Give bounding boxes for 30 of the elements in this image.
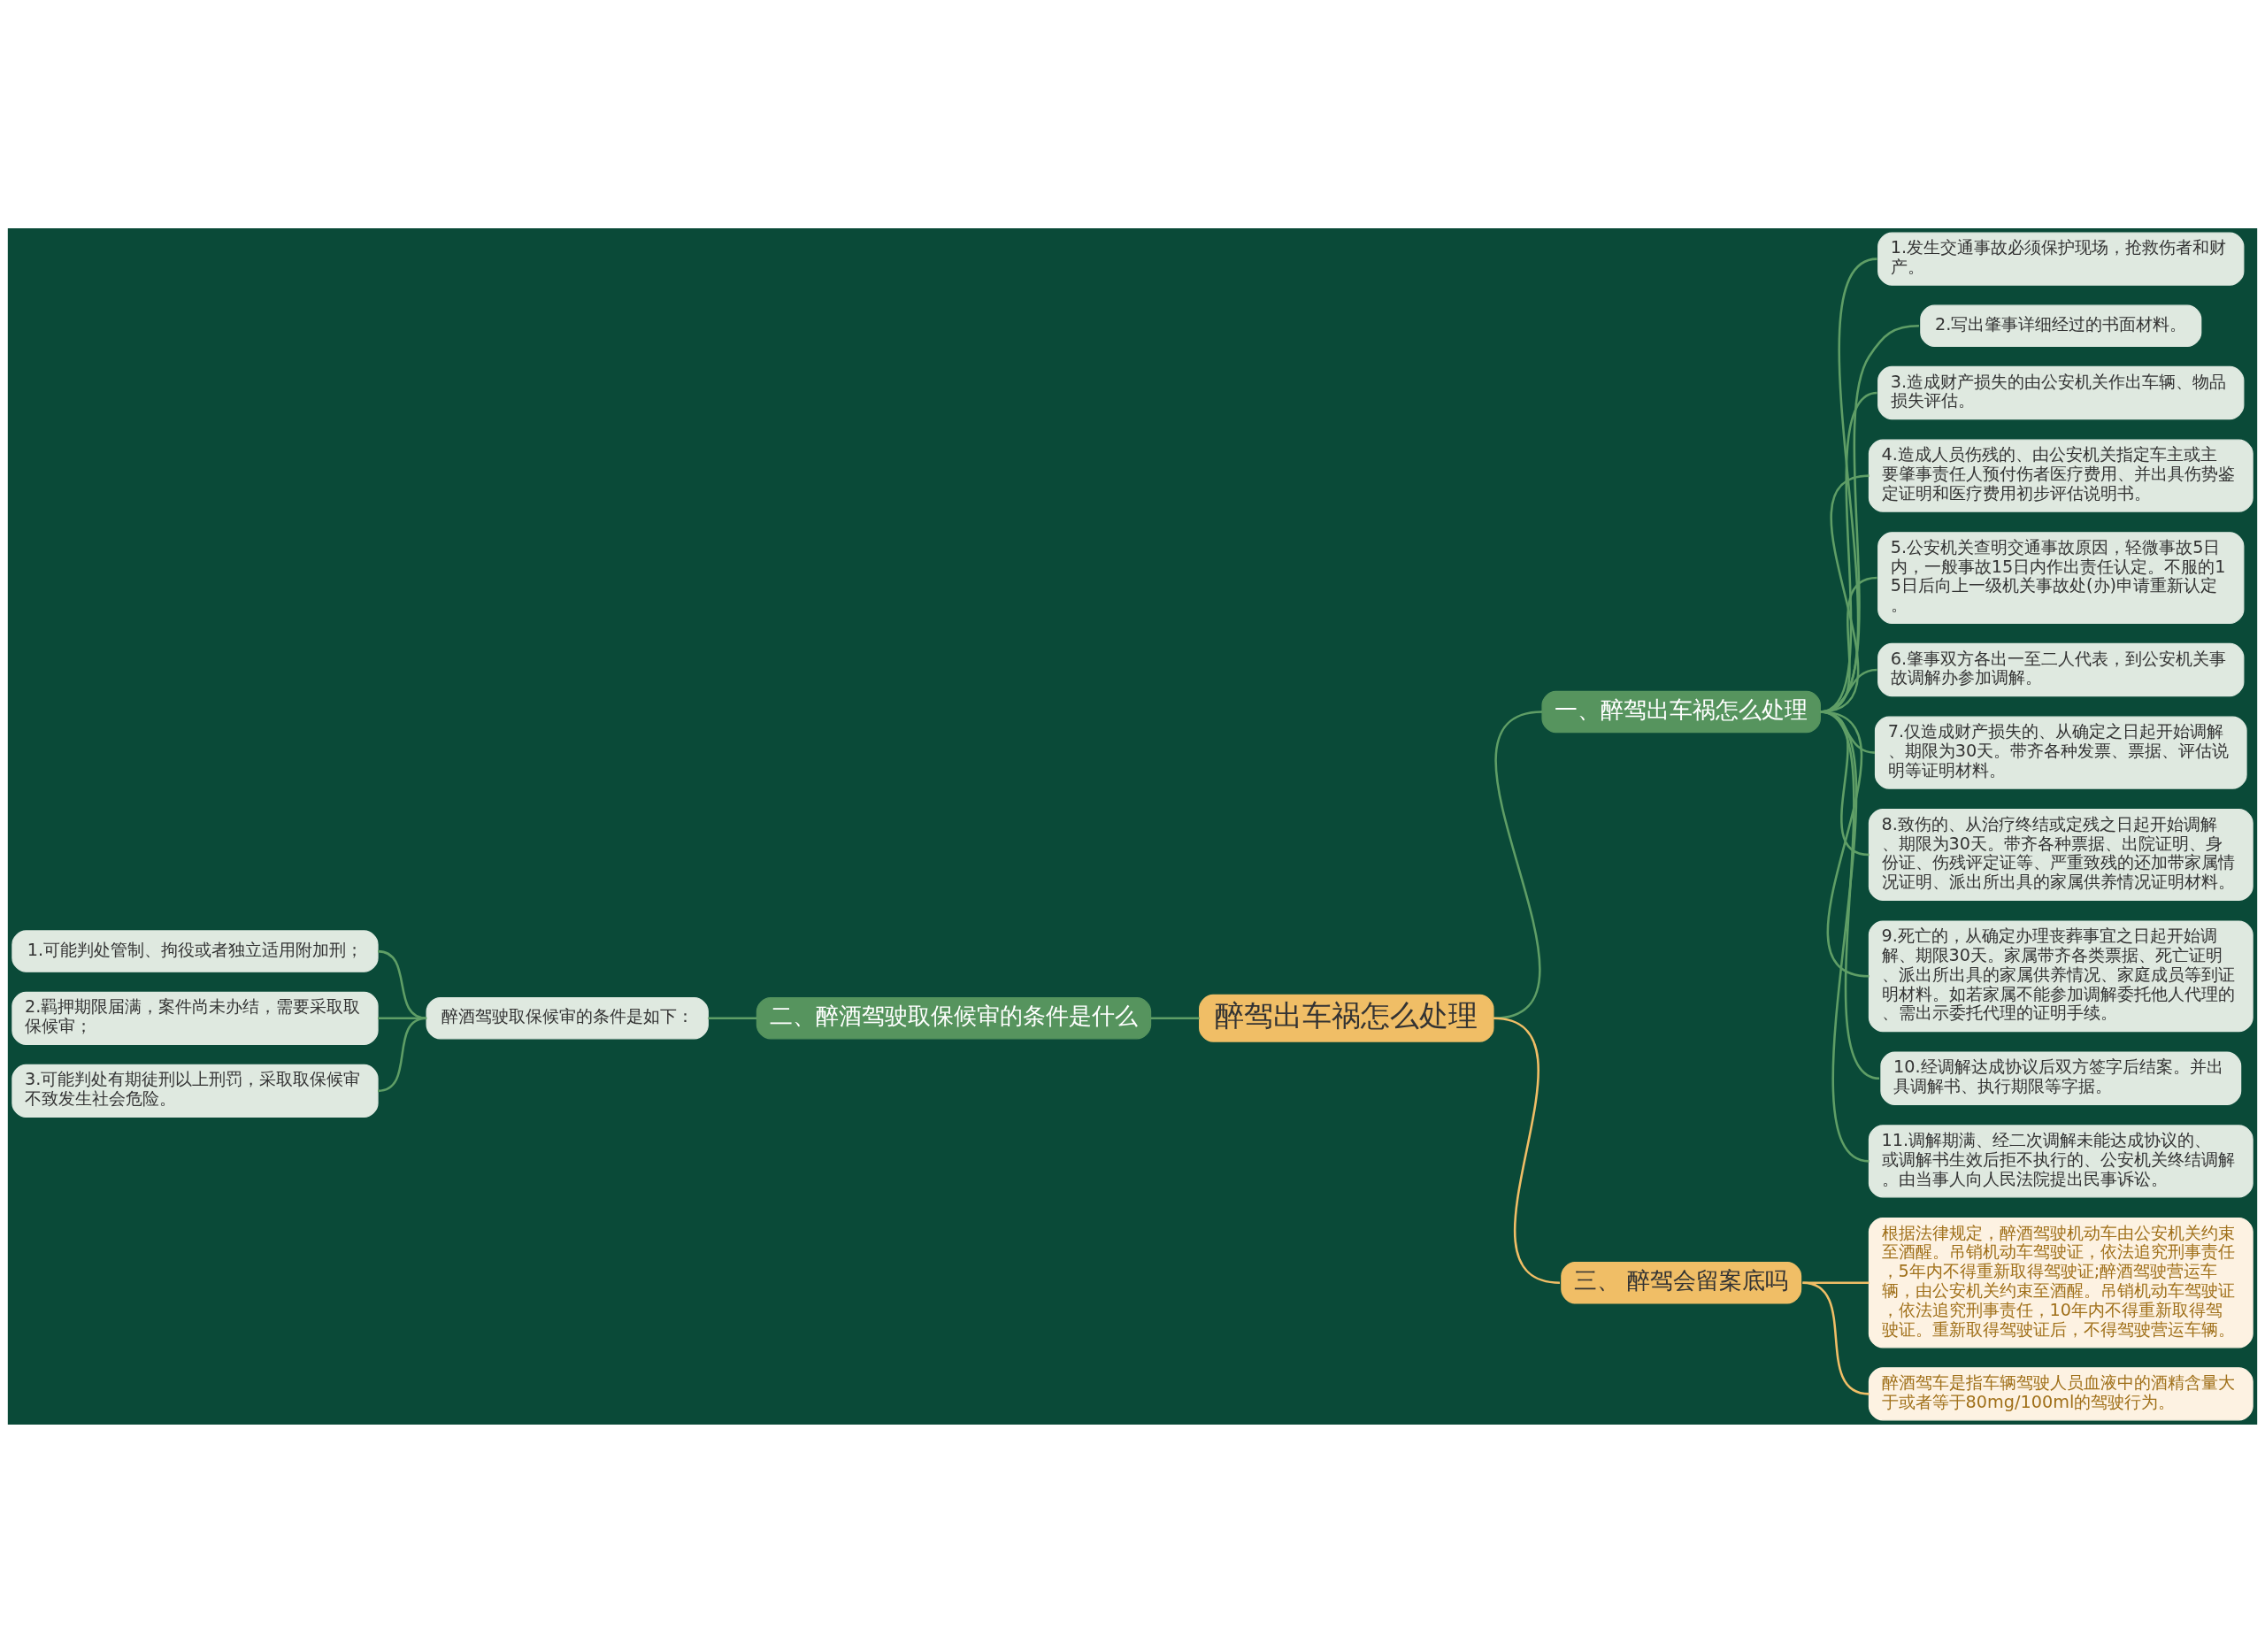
connector: [1493, 710, 1543, 1019]
node-box: 一、醉驾出车祸怎么处理: [1541, 690, 1821, 733]
node-box: 3.可能判处有期徒刑以上刑罚，采取取保候审不致发生社会危险。: [12, 1064, 379, 1118]
connector: [1802, 1280, 1870, 1284]
connector: [1493, 1017, 1561, 1284]
node-box: 2.写出肇事详细经过的书面材料。: [1920, 304, 2202, 347]
node-box: 二、醉酒驾驶取保候审的条件是什么: [756, 996, 1152, 1039]
connector: [378, 1017, 427, 1019]
node-box: 醉驾出车祸怎么处理: [1199, 994, 1494, 1042]
node-box: 1.发生交通事故必须保护现场，抢救伤者和财产。: [1877, 232, 2245, 286]
connector: [1802, 1280, 1870, 1395]
node-box: 5.公安机关查明交通事故原因，轻微事故5日内，一般事故15日内作出责任认定。不服的15日后向上一级机关事故处(办)申请重新认定。: [1877, 531, 2245, 624]
node-box: 3.造成财产损失的由公安机关作出车辆、物品损失评估。: [1877, 365, 2245, 419]
node-box: 2.羁押期限届满，案件尚未办结，需要采取取保候审；: [12, 991, 379, 1045]
node-box: 10.经调解达成协议后双方签字后结案。并出具调解书、执行期限等字据。: [1880, 1051, 2242, 1105]
node-box: 1.可能判处管制、拘役或者独立适用附加刑；: [12, 929, 379, 972]
connector: [377, 1017, 427, 1092]
node-box: 11.调解期满、经二次调解未能达成协议的、或调解书生效后拒不执行的、公安机关终结调解。由当事人向人民法院提出民事诉讼。: [1868, 1124, 2253, 1197]
connector: [708, 1017, 757, 1019]
node-box: 醉酒驾驶取保候审的条件是如下：: [426, 996, 709, 1039]
connector: [377, 949, 427, 1019]
node-box: 三、 醉驾会留案底吗: [1561, 1261, 1802, 1303]
node-box: 4.造成人员伤残的、由公安机关指定车主或主要肇事责任人预付伤者医疗费用、并出具伤势鉴定证明和医疗费用初步评估说明书。: [1868, 439, 2253, 512]
node-box: 根据法律规定，醉酒驾驶机动车由公安机关约束至酒醒。吊销机动车驾驶证，依法追究刑事责任，5年内不得重新取得驾驶证;醉酒驾驶营运车辆，由公安机关约束至酒醒。吊销机动车驾驶证，依法追究刑事责任，10年内不得重新取得驾驶证。重新取得驾驶证后，不得驾驶营运车辆。: [1868, 1217, 2253, 1348]
node-box: 6.肇事双方各出一至二人代表，到公安机关事故调解办参加调解。: [1877, 642, 2245, 696]
node-box: 8.致伤的、从治疗终结或定残之日起开始调解、期限为30天。带齐各种票据、出院证明、身份证、伤残评定证等、严重致残的还加带家属情况证明、派出所出具的家属供养情况证明材料。: [1868, 808, 2253, 901]
connector: [1150, 1017, 1200, 1019]
node-box: 醉酒驾车是指车辆驾驶人员血液中的酒精含量大于或者等于80mg/100ml的驾驶行为。: [1868, 1366, 2253, 1420]
node-box: 7.仅造成财产损失的、从确定之日起开始调解、期限为30天。带齐各种发票、票据、评估说明等证明材料。: [1874, 716, 2247, 789]
node-box: 9.死亡的，从确定办理丧葬事宜之日起开始调解、期限30天。家属带齐各类票据、死亡证明、派出所出具的家属供养情况、家庭成员等到证明材料。如若家属不能参加调解委托他人代理的、需出示委托代理的证明手续。: [1868, 919, 2253, 1032]
